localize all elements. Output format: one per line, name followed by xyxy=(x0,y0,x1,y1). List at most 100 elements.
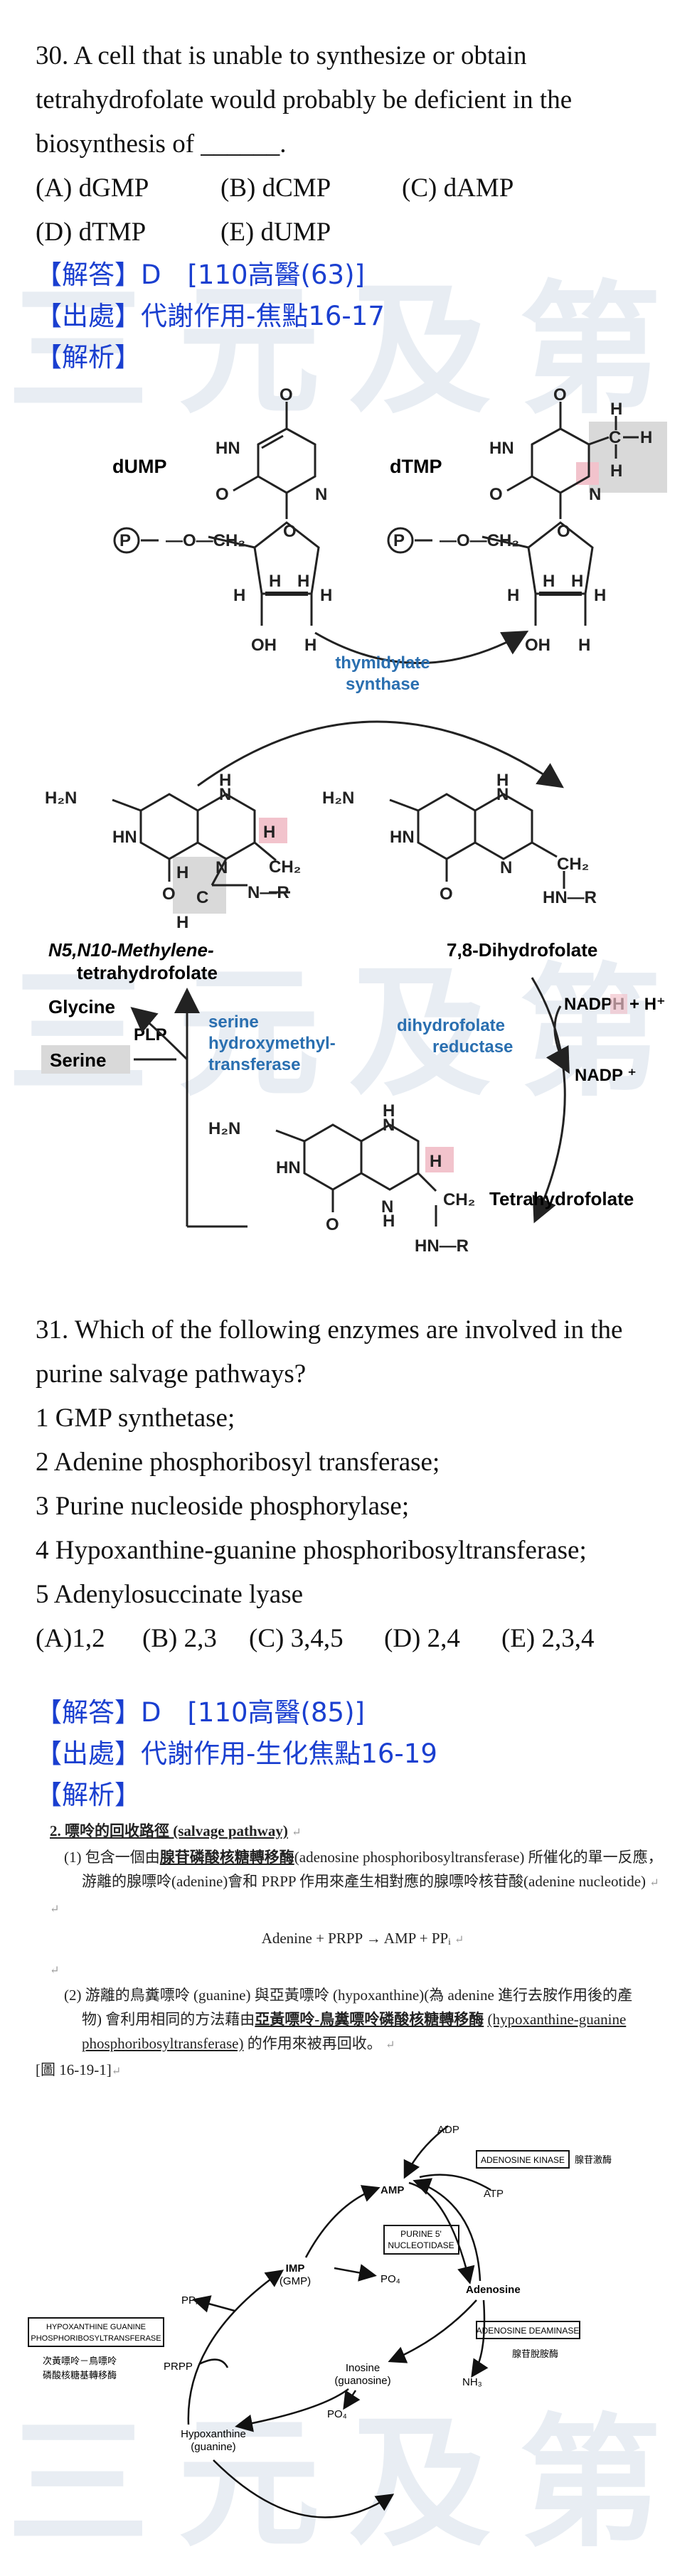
dihydrofolate-structure xyxy=(389,793,565,889)
purine-salvage-figure: ADP ATP AMP ADENOSINE KINASE 腺苷激酶 PURINE… xyxy=(21,2097,661,2574)
serine-label: Serine xyxy=(50,1049,107,1071)
dtmp-structure xyxy=(387,402,639,626)
svg-text:H: H xyxy=(610,461,622,481)
hgprt-zh-1: 次黃嘌呤－鳥嘌呤 xyxy=(43,2356,117,2366)
serine-to-glycine-arrow xyxy=(130,1007,188,1061)
sol31-heading: 2. 嘌呤的回收路徑 (salvage pathway) ↵ xyxy=(50,1822,302,1839)
svg-text:C: C xyxy=(609,428,621,447)
q30-option-c: (C) dAMP xyxy=(402,173,514,203)
sol31-para2-line2: 物) 會利用相同的方法藉由亞黃嘌呤-鳥糞嘌呤磷酸核糖轉移酶 (hypoxanth… xyxy=(82,2011,627,2028)
nadp-label: NADP ⁺ xyxy=(575,1066,637,1085)
q31-source: 【出處】代謝作用-生化焦點16-19 xyxy=(36,1738,437,1769)
methylene-thf-label-2: tetrahydrofolate xyxy=(77,962,218,983)
dhf-to-thf-arrow xyxy=(531,977,566,1224)
q31-option-c: (C) 3,4,5 xyxy=(249,1624,344,1653)
svg-text:HN: HN xyxy=(112,828,137,847)
svg-text:O: O xyxy=(553,388,567,405)
svg-text:OH: OH xyxy=(251,636,277,655)
svg-text:H: H xyxy=(320,586,332,605)
sol31-equation: Adenine + PRPP → AMP + PPᵢ ↵ xyxy=(261,1930,464,1947)
svg-text:H: H xyxy=(571,572,583,591)
adenosine-deaminase-box xyxy=(476,2321,580,2339)
guanosine-label: (guanosine) xyxy=(334,2375,390,2387)
svg-text:H₂N: H₂N xyxy=(208,1119,240,1138)
svg-text:H: H xyxy=(176,913,188,932)
q31-options-row: (A)1,2(B) 2,3(C) 3,4,5(D) 2,4(E) 2,3,4 xyxy=(36,1617,669,1661)
svg-text:CH₂: CH₂ xyxy=(269,857,301,877)
thymidylate-cycle-figure: dUMP O HN O N O P xyxy=(34,388,667,1290)
adenosine-deaminase-label: ADENOSINE DEAMINASE xyxy=(477,2326,580,2336)
svg-text:N: N xyxy=(315,485,327,504)
q30-options-row-1: (A) dGMP(B) dCMP(C) dAMP xyxy=(36,166,669,210)
hypoxanthine-label: Hypoxanthine xyxy=(181,2428,246,2440)
svg-text:O: O xyxy=(489,485,503,504)
methylene-to-dhf-arrow xyxy=(197,720,564,789)
svg-text:O: O xyxy=(283,522,297,541)
svg-text:HN—R: HN—R xyxy=(415,1236,469,1256)
nucleotidase-label-1: PURINE 5' xyxy=(400,2229,442,2239)
svg-text:H: H xyxy=(263,823,275,842)
adenosine-label: Adenosine xyxy=(466,2284,521,2296)
methylene-thf-structure xyxy=(112,793,290,894)
methylene-thf-label-1: N5,N10-Methylene- xyxy=(48,939,214,961)
svg-text:H: H xyxy=(594,586,606,605)
q30-source: 【出處】代謝作用-焦點16-17 xyxy=(36,301,385,331)
nucleotidase-box xyxy=(383,2225,459,2255)
svg-text:N: N xyxy=(219,785,231,804)
svg-text:O: O xyxy=(216,485,229,504)
question-31: 31. Which of the following enzymes are i… xyxy=(36,1308,669,1661)
svg-text:O: O xyxy=(162,885,176,904)
hgprt-zh-2: 磷酸核糖基轉移酶 xyxy=(43,2370,117,2380)
svg-text:H: H xyxy=(304,636,316,655)
svg-text:N—R: N—R xyxy=(248,883,289,902)
q31-item-1: 1 GMP synthetase; xyxy=(36,1404,235,1433)
q31-option-a: (A)1,2 xyxy=(36,1624,105,1653)
q31-answer: 【解答】D [110高醫(85)] xyxy=(36,1697,365,1728)
q30-options-row-2: (D) dTMP(E) dUMP xyxy=(36,210,669,255)
adenosine-kinase-box xyxy=(476,2150,570,2169)
imp-label: IMP xyxy=(286,2262,305,2275)
amp-label: AMP xyxy=(381,2184,404,2196)
serine-highlight xyxy=(41,1045,130,1074)
svg-text:HN: HN xyxy=(276,1158,301,1177)
adenosine-kinase-zh: 腺苷激酶 xyxy=(575,2154,612,2165)
dtmp-label: dTMP xyxy=(390,456,442,477)
svg-text:H₂N: H₂N xyxy=(322,789,354,808)
atp-label: ATP xyxy=(484,2188,504,2200)
dhfr-label-1: dihydrofolate xyxy=(397,1016,505,1035)
svg-text:H: H xyxy=(383,1101,395,1121)
q30-stem-line-1: 30. A cell that is unable to synthesize … xyxy=(36,41,527,70)
thf-h-highlight xyxy=(425,1147,454,1172)
svg-text:H: H xyxy=(610,400,622,419)
svg-text:O: O xyxy=(557,522,570,541)
question-30: 30. A cell that is unable to synthesize … xyxy=(36,34,669,255)
dump-structure xyxy=(113,402,320,626)
svg-text:N: N xyxy=(381,1197,393,1217)
q31-option-e: (E) 2,3,4 xyxy=(501,1624,595,1653)
purine-salvage-svg: ADP ATP AMP ADENOSINE KINASE 腺苷激酶 PURINE… xyxy=(28,2124,612,2518)
nucleotidase-label-2: NUCLEOTIDASE xyxy=(388,2240,454,2250)
q31-option-d: (D) 2,4 xyxy=(384,1624,460,1653)
svg-text:N: N xyxy=(589,485,601,504)
glycine-label: Glycine xyxy=(48,996,115,1017)
svg-text:H₂N: H₂N xyxy=(45,789,77,808)
svg-text:OH: OH xyxy=(525,636,550,655)
dhfr-label-2: reductase xyxy=(432,1037,513,1057)
q30-analysis-label: 【解析】 xyxy=(36,342,141,373)
svg-text:—O—CH₂: —O—CH₂ xyxy=(440,531,519,550)
svg-text:HN: HN xyxy=(489,439,514,458)
q31-item-5: 5 Adenylosuccinate lyase xyxy=(36,1580,304,1609)
dihydrofolate-label: 7,8-Dihydrofolate xyxy=(447,939,597,961)
hgprt-label-2: PHOSPHORIBOSYLTRANSFERASE xyxy=(31,2334,161,2343)
nh3-label: NH₃ xyxy=(462,2376,482,2388)
thymidylate-synthase-label-2: synthase xyxy=(346,675,420,694)
svg-text:N: N xyxy=(383,1116,395,1135)
svg-text:—O—CH₂: —O—CH₂ xyxy=(166,531,245,550)
ppi-label: PPᵢ xyxy=(181,2294,197,2307)
svg-text:CH₂: CH₂ xyxy=(557,855,589,874)
svg-text:HN: HN xyxy=(390,828,415,847)
svg-text:H: H xyxy=(383,1212,395,1231)
shmt-label-3: transferase xyxy=(208,1055,300,1074)
svg-text:H: H xyxy=(297,572,309,591)
adp-label: ADP xyxy=(437,2124,459,2136)
